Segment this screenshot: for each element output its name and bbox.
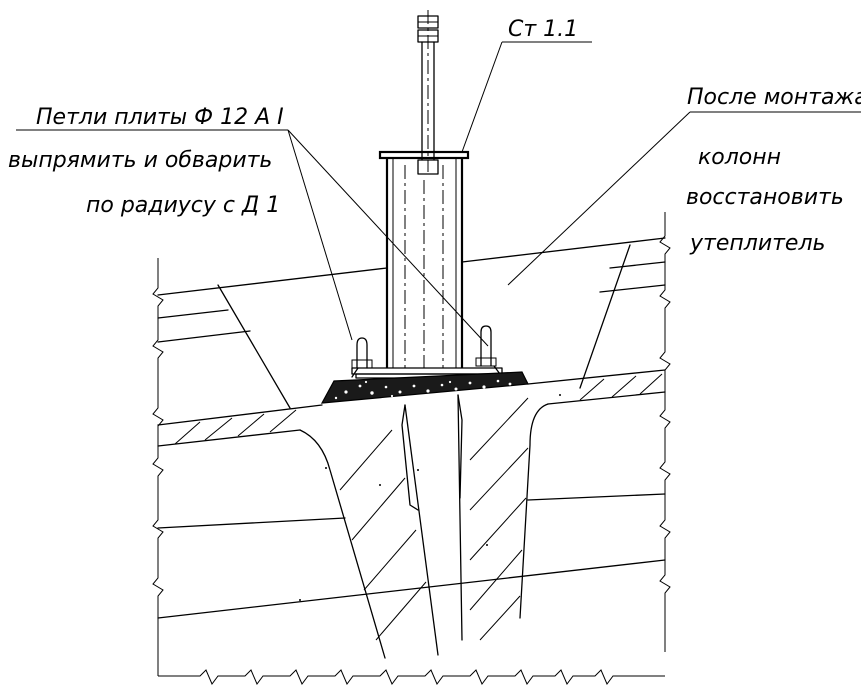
- slab-rib: [299, 394, 549, 659]
- label-after-line4: утеплитель: [689, 231, 826, 256]
- label-loops-line3: по радиусу с Д 1: [86, 193, 280, 218]
- anchor-bolt: [417, 10, 439, 175]
- steel-column: [378, 150, 470, 368]
- label-after-line2: колонн: [698, 145, 781, 170]
- slab-hatching: [174, 373, 663, 445]
- label-after-line3: восстановить: [686, 185, 844, 210]
- label-loops-line2: выпрямить и обварить: [8, 148, 272, 173]
- label-after-line1: После монтажа: [687, 85, 861, 110]
- label-loops-line1: Петли плиты Ф 12 А I: [36, 105, 284, 130]
- concrete-dots: [299, 394, 561, 601]
- insulation-layers: [157, 237, 666, 447]
- break-line-right: [659, 212, 671, 652]
- lower-slab: [157, 493, 666, 619]
- break-line-left: [152, 258, 164, 676]
- label-steel: Ст 1.1: [508, 17, 578, 42]
- break-line-bottom: [158, 669, 665, 685]
- lifting-loops: [351, 325, 497, 369]
